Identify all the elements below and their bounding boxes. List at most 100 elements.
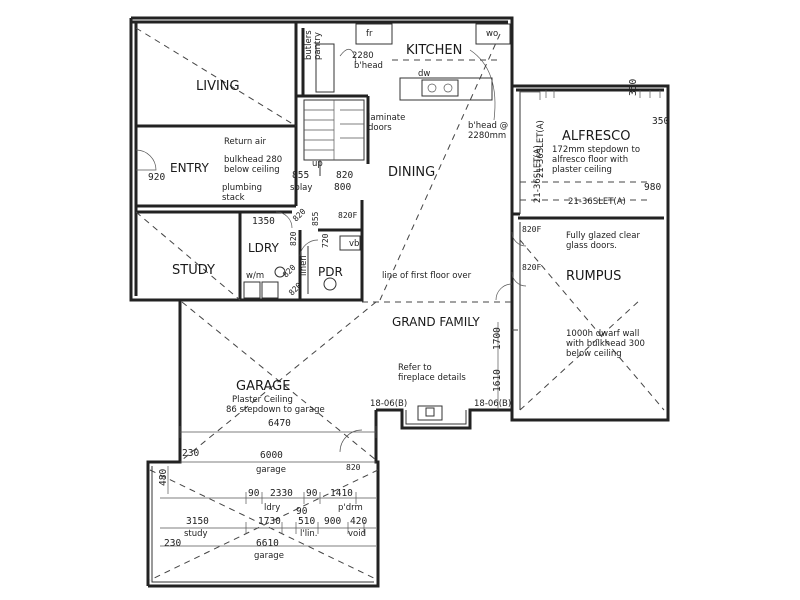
- note-study-label: study: [184, 529, 208, 539]
- note-alfresco-2: alfresco floor with: [552, 155, 628, 165]
- note-glazed: Fully glazed clear: [566, 231, 640, 241]
- dim-6470: 6470: [268, 418, 291, 429]
- dim-1610: 1610: [492, 369, 503, 392]
- dim-1410: 1410: [330, 488, 353, 499]
- note-bhead-kitchen-2: b'head: [354, 61, 383, 71]
- dim-230-b: 230: [164, 538, 181, 549]
- door-swings: [135, 149, 527, 453]
- dim-480: 480: [158, 469, 169, 486]
- note-pdr-label: p'drm: [338, 503, 363, 513]
- dim-820f-c: 820F: [522, 263, 541, 272]
- note-lintel-b-1: 18-06(B): [370, 399, 407, 409]
- dim-800: 800: [334, 182, 351, 193]
- dim-510: 510: [298, 516, 315, 527]
- dim-1350: 1350: [252, 216, 275, 227]
- wet-area-fixtures: [243, 235, 361, 299]
- alfresco-details: [520, 90, 661, 201]
- note-garage-1: Plaster Ceiling: [232, 395, 293, 405]
- dim-820-a: 820: [336, 170, 353, 181]
- dimension-labels: 920 855 820 800 1350 820F 820 855 720 82…: [148, 79, 669, 549]
- note-garage-label-1: garage: [256, 465, 286, 475]
- annotations: butlers pantry 2280 b'head dw fr wo lami…: [184, 29, 645, 561]
- note-garage-2: 86 stepdown to garage: [226, 405, 325, 415]
- room-kitchen: KITCHEN: [406, 43, 462, 58]
- note-alfresco-1: 172mm stepdown to: [552, 145, 640, 155]
- dim-350-a: 350: [628, 79, 639, 96]
- dim-820f-b: 820F: [522, 225, 541, 234]
- dim-90-c: 90: [296, 506, 308, 517]
- note-lintel-a-3: 21-36SLET(A): [568, 197, 626, 207]
- note-pantry: pantry: [313, 32, 323, 60]
- note-dwarf-3: below ceiling: [566, 349, 622, 359]
- outer-walls: [129, 16, 670, 588]
- dim-3150: 3150: [186, 516, 209, 527]
- note-first-floor: line of first floor over: [382, 271, 472, 281]
- dim-820f-a: 820F: [338, 211, 357, 220]
- note-butlers: butlers: [304, 30, 314, 60]
- note-plumbing-2: stack: [222, 193, 245, 203]
- note-ldry-label: ldry: [264, 503, 280, 513]
- note-lintel-a-1: 21-36SLET(A): [536, 120, 546, 178]
- room-rumpus: RUMPUS: [566, 269, 621, 284]
- note-garage-label-2: garage: [254, 551, 284, 561]
- note-bhead-dining-2: 2280mm: [468, 131, 506, 141]
- dim-6610: 6610: [256, 538, 279, 549]
- note-wm: w/m: [246, 271, 264, 281]
- note-dw: dw: [418, 69, 430, 79]
- note-linen-label: l'lin.: [300, 529, 318, 539]
- note-alfresco-3: plaster ceiling: [552, 165, 612, 175]
- dim-820-b: 820: [291, 207, 308, 224]
- note-plumbing: plumbing: [222, 183, 262, 193]
- note-return-air: Return air: [224, 137, 266, 147]
- dim-420: 420: [350, 516, 367, 527]
- note-void-label: void: [348, 529, 366, 539]
- note-linen: linen: [299, 255, 309, 276]
- room-pdr: PDR: [318, 265, 343, 279]
- room-dining: DINING: [388, 165, 435, 180]
- room-labels: KITCHEN LIVING ENTRY DINING ALFRESCO STU…: [170, 43, 630, 394]
- note-fireplace-2: fireplace details: [398, 373, 466, 383]
- dim-90-a: 90: [248, 488, 260, 499]
- note-laminate-2: doors: [368, 123, 392, 133]
- room-living: LIVING: [196, 79, 240, 94]
- stairs: [303, 99, 365, 176]
- room-grand-family: GRAND FAMILY: [392, 315, 480, 329]
- room-study: STUDY: [172, 263, 215, 278]
- room-ldry: LDRY: [248, 241, 279, 255]
- dim-820-d: 820: [281, 263, 298, 280]
- room-alfresco: ALFRESCO: [562, 129, 630, 144]
- dim-720: 720: [321, 233, 330, 248]
- dim-350-b: 350: [652, 116, 669, 127]
- dim-980: 980: [644, 182, 661, 193]
- family-details: [362, 301, 520, 421]
- note-glazed-2: glass doors.: [566, 241, 617, 251]
- dim-2330: 2330: [270, 488, 293, 499]
- dim-900: 900: [324, 516, 341, 527]
- dim-820-c: 820: [289, 231, 298, 246]
- kitchen-details: [315, 23, 511, 121]
- note-dwarf-1: 1000h dwarf wall: [566, 329, 639, 339]
- note-splay: splay: [290, 183, 312, 193]
- dim-855-a: 855: [292, 170, 309, 181]
- note-bhead-dining: b'head @: [468, 121, 508, 131]
- note-bhead-kitchen: 2280: [352, 51, 374, 61]
- note-up: up: [312, 159, 323, 169]
- dim-855-b: 855: [311, 211, 320, 226]
- dim-920: 920: [148, 172, 165, 183]
- note-lintel-a-2: 21-36SLET(A): [533, 145, 543, 203]
- note-bulkhead: bulkhead 280: [224, 155, 282, 165]
- dim-6000: 6000: [260, 450, 283, 461]
- dim-1700: 1700: [492, 327, 503, 350]
- dim-90-b: 90: [306, 488, 318, 499]
- dim-820-g: 820: [346, 463, 361, 472]
- room-entry: ENTRY: [170, 161, 209, 175]
- room-garage: GARAGE: [236, 379, 290, 394]
- dimension-lines: [160, 322, 499, 547]
- note-wo: wo: [486, 29, 498, 39]
- ceiling-lines: [135, 27, 665, 581]
- dim-230-a: 230: [182, 448, 199, 459]
- interior-walls: [136, 22, 664, 410]
- dim-1730: 1730: [258, 516, 281, 527]
- note-bulkhead-2: below ceiling: [224, 165, 280, 175]
